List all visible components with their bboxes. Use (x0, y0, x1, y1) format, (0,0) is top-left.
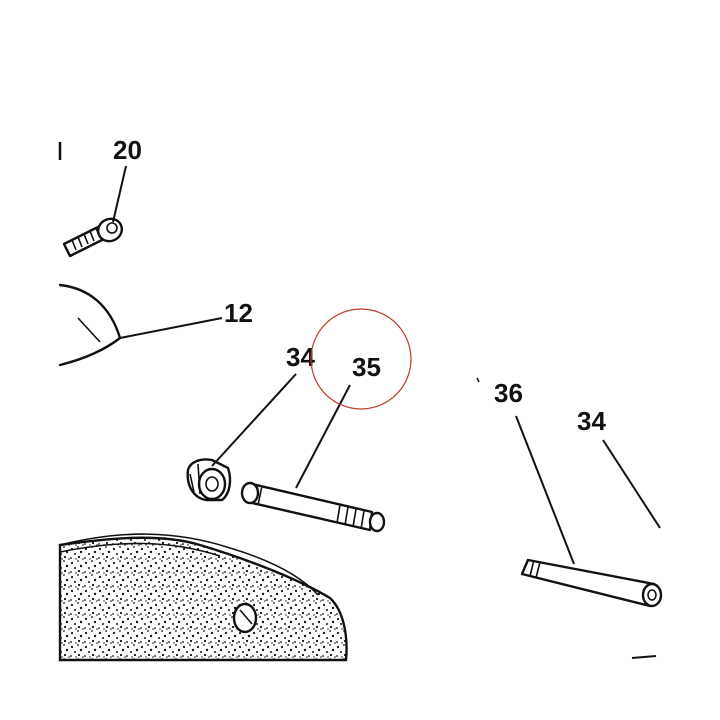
pin-part-35 (240, 481, 386, 533)
edge-fragment-bottom (631, 655, 657, 659)
cover-part-12 (58, 283, 122, 367)
leader-36 (515, 415, 575, 565)
callout-35: 35 (352, 352, 381, 382)
bushing-part-34-left (186, 458, 232, 502)
callout-36: 36 (494, 378, 523, 408)
leader-34-right (602, 439, 661, 529)
callout-12: 12 (224, 298, 253, 328)
leader-20 (112, 165, 127, 223)
highlight-circle (310, 308, 412, 410)
callout-34-right: 34 (577, 406, 606, 436)
leader-34-left (211, 373, 297, 467)
screw-part-20 (62, 217, 124, 258)
leader-12 (119, 317, 223, 339)
base-housing (58, 533, 348, 662)
stray-mark (476, 377, 480, 383)
callout-20: 20 (113, 135, 142, 165)
leader-35 (295, 384, 351, 489)
pin-part-36 (520, 558, 663, 608)
